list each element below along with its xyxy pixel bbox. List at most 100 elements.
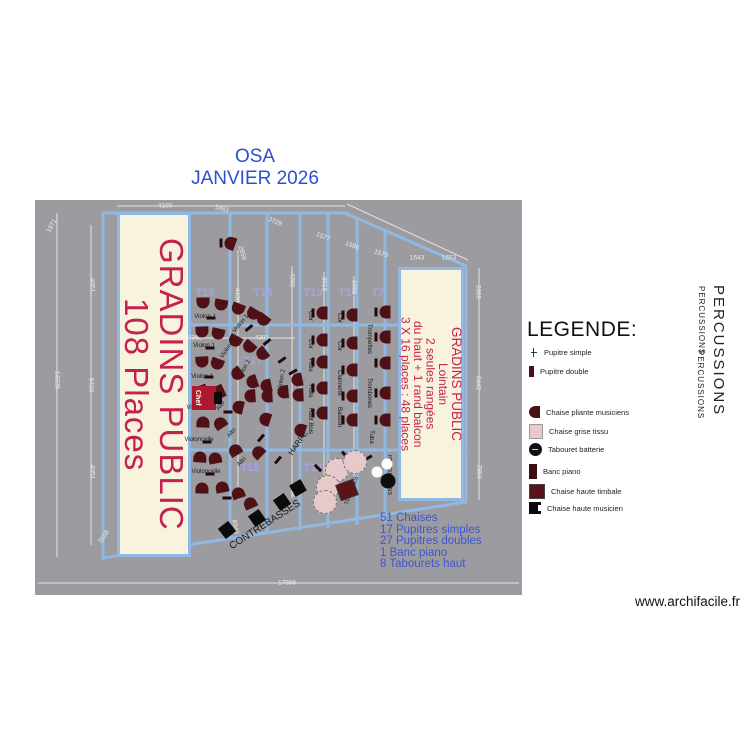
dimension-label: 3386 <box>350 279 358 295</box>
dimension-label: 4430 <box>233 287 241 303</box>
music-stand <box>341 391 345 401</box>
percussions-label-small-2: PERCUSSIONS <box>696 350 705 420</box>
chaise-timbale-icon <box>529 484 545 499</box>
legend-item-label: Chaise haute musicien <box>547 503 623 513</box>
instrument-label: Violon 1 <box>193 343 215 349</box>
instrument-label: Tuba <box>368 430 374 444</box>
chair <box>346 363 358 377</box>
timpani <box>343 450 367 474</box>
public-stand-left-text: GRADINS PUBLIC 108 Places <box>118 215 190 554</box>
chair <box>292 388 304 402</box>
dimension-label: 6442 <box>474 375 482 391</box>
chair <box>316 355 328 369</box>
dimension-label: 1653 <box>441 254 457 262</box>
legend-item: Chaise haute timbale <box>529 484 621 499</box>
legend-item-label: Tabouret batterie <box>548 445 605 454</box>
right-stand-title: GRADINS PUBLIC <box>449 326 464 442</box>
music-stand <box>206 316 216 320</box>
chaise-grise-icon <box>529 424 543 439</box>
dimension-label: 4391 <box>254 334 270 342</box>
legend-item: Pupitre simple <box>529 348 592 357</box>
music-stand <box>341 415 345 425</box>
conductor-label: Chef <box>194 390 201 406</box>
chair <box>196 416 210 428</box>
instrument-label: Trombones <box>366 377 372 409</box>
left-stand-line1: GRADINS PUBLIC <box>153 238 190 531</box>
legend-item-label: Banc piano <box>543 467 581 476</box>
music-stand <box>311 335 315 345</box>
legend-item: Chaise pliante musiciens <box>529 406 629 418</box>
music-stand <box>374 415 378 425</box>
public-stand-left: GRADINS PUBLIC 108 Places <box>117 212 191 557</box>
section-label: T13 <box>303 287 323 299</box>
right-stand-line: du haut + 1 rand balcon <box>411 320 425 448</box>
music-stand <box>222 496 232 500</box>
instrument-label: Violoncelle <box>192 469 221 475</box>
music-stand <box>219 238 223 248</box>
chaise-musicien-icon <box>529 502 541 514</box>
chair <box>379 386 391 400</box>
chair <box>346 308 358 322</box>
music-stand <box>374 388 378 398</box>
music-stand <box>204 375 214 379</box>
music-stand <box>341 310 345 320</box>
chair <box>379 356 391 370</box>
music-stand <box>205 472 215 476</box>
chair <box>316 381 328 395</box>
music-stand <box>374 307 378 317</box>
legend-item-label: Chaise grise tissu <box>549 427 609 436</box>
music-stand <box>223 410 233 414</box>
chair <box>316 306 328 320</box>
music-stand <box>202 440 212 444</box>
instrument-label: Trompettes <box>366 323 372 355</box>
tabouret-icon <box>529 443 542 456</box>
conductor-stand <box>214 392 222 404</box>
music-stand <box>311 308 315 318</box>
dimension-label: 13225 <box>53 370 61 390</box>
plan-title: OSA JANVIER 2026 <box>120 146 390 190</box>
count-line: 27 Pupitres doubles <box>380 535 482 547</box>
dimension-label: 4362 <box>187 334 203 342</box>
chair <box>276 385 290 399</box>
chair <box>379 413 391 427</box>
right-stand-line: Lointain <box>436 362 450 406</box>
instrument-label: Violoncelle <box>184 437 214 443</box>
music-stand <box>341 365 345 375</box>
chair <box>379 305 391 319</box>
chair <box>346 336 358 350</box>
chair <box>346 389 358 403</box>
dimension-label: 6420 <box>87 377 95 393</box>
dimension-label: 4100 <box>157 202 173 210</box>
drum-stool <box>380 473 396 489</box>
legend-title: LEGENDE: <box>527 318 638 341</box>
pupitre-double-icon <box>529 366 534 377</box>
right-stand-line: 2 seules rangées <box>423 338 438 430</box>
percussions-label-large: PERCUSSIONS <box>710 285 727 417</box>
music-stand <box>311 408 315 418</box>
dimension-label: 1643 <box>409 254 425 262</box>
chair <box>346 413 358 427</box>
dimension-label: 4269 <box>288 272 296 288</box>
legend-item-label: Chaise pliante musiciens <box>546 407 629 417</box>
legend-item-label: Chaise haute timbale <box>551 487 622 496</box>
dimension-label: 4051 <box>88 464 96 480</box>
legend-item: Chaise grise tissu <box>529 424 608 439</box>
chair <box>379 330 391 344</box>
title-line-2: JANVIER 2026 <box>191 168 319 189</box>
music-stand <box>341 338 345 348</box>
floor-plan-canvas: GRADINS PUBLIC 108 Places GRADINS PUBLIC… <box>35 200 522 595</box>
legend-item: Pupitre double <box>529 366 588 377</box>
stool-white <box>381 458 393 470</box>
left-stand-line2: 108 Places <box>118 297 155 472</box>
legend-item: Tabouret batterie <box>529 443 604 456</box>
chair <box>261 389 273 403</box>
chair <box>193 451 207 463</box>
banc-icon <box>529 464 537 479</box>
dimension-label: 2899 <box>475 464 483 480</box>
pupitre-simple-icon <box>529 348 538 357</box>
instrument-label: Violon 1 <box>194 314 216 320</box>
